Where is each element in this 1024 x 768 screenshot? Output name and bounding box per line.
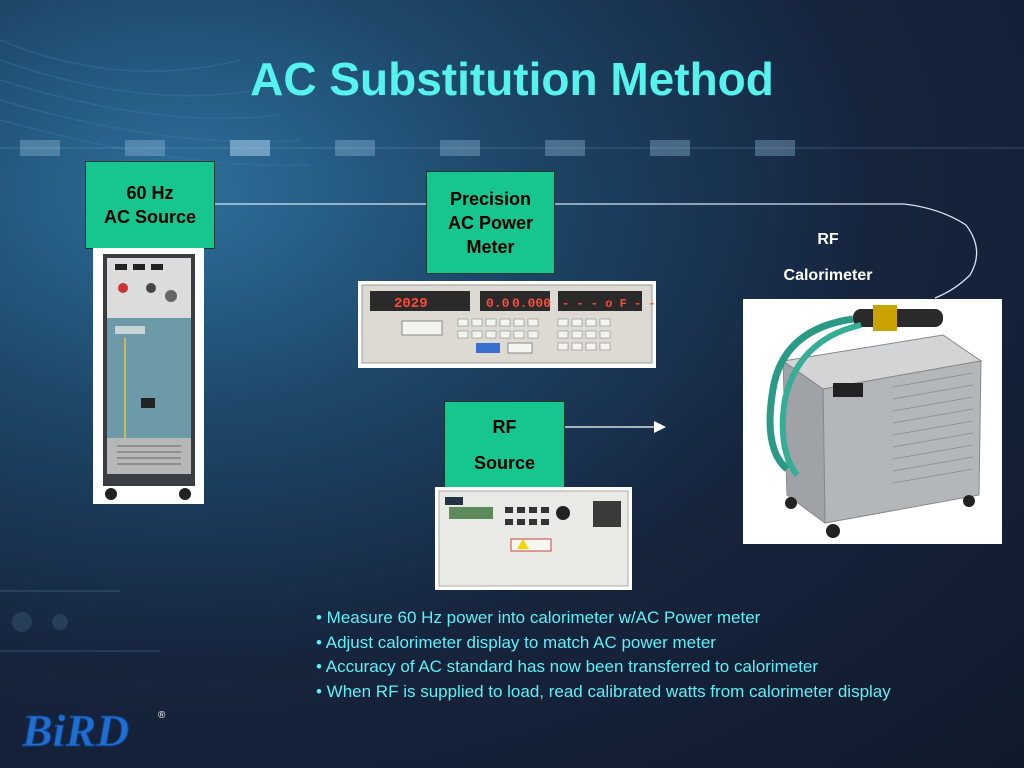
bullet-item: • Measure 60 Hz power into calorimeter w… xyxy=(316,608,761,627)
bullet-item: • When RF is supplied to load, read cali… xyxy=(316,681,891,701)
calorimeter-line2: Calorimeter xyxy=(783,267,873,284)
rf-source-line1: RF xyxy=(492,417,517,437)
arrow-head xyxy=(654,421,666,433)
logo-text: BiRD xyxy=(22,705,129,754)
meter-display-mid2: 0.000 xyxy=(512,296,551,311)
rf-source-label: RF Source xyxy=(444,401,565,489)
power-meter-image: 2029 0.0 0.000 - - - o F - - xyxy=(358,281,656,368)
ac-source-line2: AC Source xyxy=(103,207,197,227)
calorimeter-image xyxy=(743,299,1002,544)
meter-display-mid1: 0.0 xyxy=(486,296,510,311)
rf-source-image xyxy=(435,487,632,590)
rf-source-line2: Source xyxy=(473,453,536,473)
ac-source-line1: 60 Hz xyxy=(126,183,174,203)
logo-registered: ® xyxy=(158,710,166,721)
ac-source-label: 60 Hz AC Source xyxy=(85,161,215,249)
bullet-list: • Measure 60 Hz power into calorimeter w… xyxy=(316,606,891,704)
meter-display-right: - - - o F - - xyxy=(562,297,656,311)
bullet-item: • Adjust calorimeter display to match AC… xyxy=(316,632,716,652)
slide-title: AC Substitution Method xyxy=(250,53,774,105)
power-meter-line3: Meter xyxy=(466,236,515,257)
bird-logo: BiRD ® xyxy=(22,705,166,755)
power-meter-line2: AC Power xyxy=(447,212,534,233)
power-meter-line1: Precision xyxy=(449,188,532,209)
meter-display-left: 2029 xyxy=(394,296,428,312)
power-meter-label: Precision AC Power Meter xyxy=(426,171,555,274)
calorimeter-line1: RF xyxy=(817,231,839,248)
calorimeter-label: RF Calorimeter xyxy=(758,228,898,288)
ac-source-image xyxy=(93,248,204,504)
bullet-item: • Accuracy of AC standard has now been t… xyxy=(316,657,819,676)
